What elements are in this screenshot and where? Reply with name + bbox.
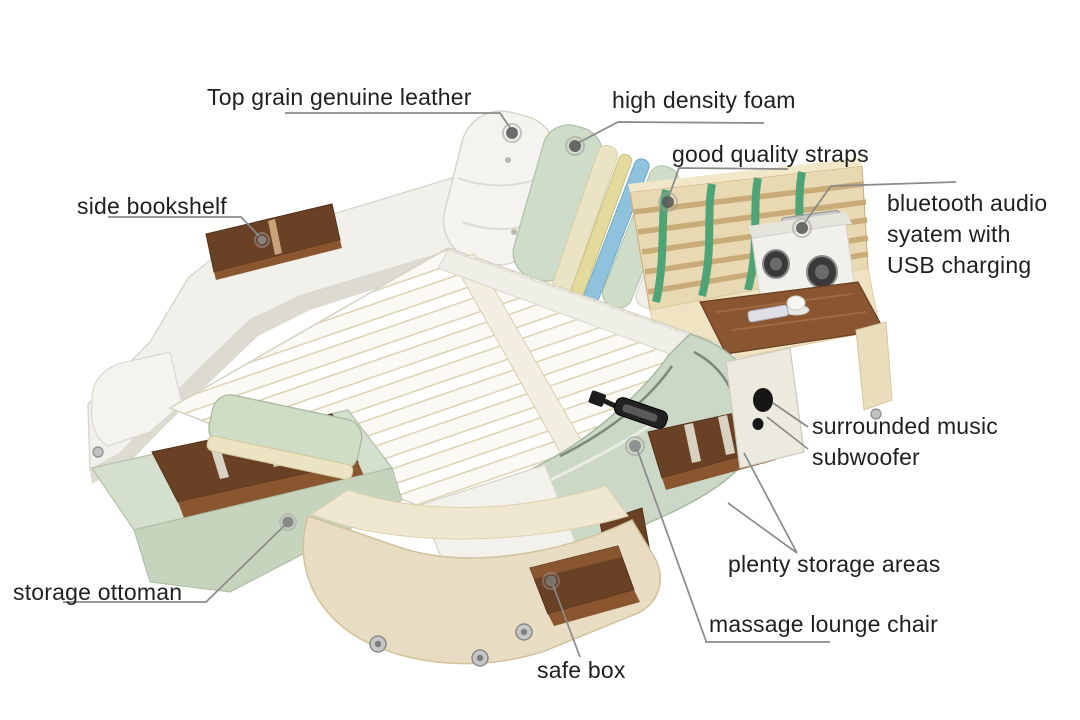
- safe-box: [529, 545, 640, 626]
- remote-clip: [588, 390, 607, 407]
- subwoofer-panel: [725, 347, 805, 469]
- callout-dots: [254, 123, 812, 590]
- label-side-bookshelf: side bookshelf: [77, 193, 227, 219]
- table-leg: [855, 321, 893, 411]
- label-massage-lounge-chair: massage lounge chair: [709, 611, 939, 637]
- dot-good-quality-straps: [658, 192, 678, 212]
- bluetooth-audio-table: [699, 209, 893, 420]
- label-surrounded-subwoofer: surrounded music subwoofer: [812, 413, 999, 470]
- rail-foot: [92, 446, 104, 458]
- casters: [369, 623, 533, 667]
- label-bluetooth-audio: bluetooth audio syatem with USB charging: [887, 190, 1048, 278]
- strap-2: [698, 183, 716, 298]
- label-good-quality-straps: good quality straps: [672, 141, 869, 167]
- leader-lines: [63, 112, 957, 658]
- leader-good-quality-straps: [667, 167, 789, 200]
- bench-top: [310, 485, 629, 540]
- cup: [786, 295, 806, 311]
- leader-side-bookshelf: [108, 216, 260, 237]
- dot-safe-box: [542, 572, 560, 590]
- dot-massage-lounge-chair: [625, 436, 645, 456]
- label-plenty-storage: plenty storage areas: [728, 551, 941, 577]
- leader-massage-lounge-chair: [636, 448, 830, 643]
- subwoofer-speaker-large: [753, 388, 773, 412]
- leader-top-grain-leather: [285, 112, 512, 130]
- bench-body: [302, 515, 661, 665]
- side-bookshelf-recess: [205, 203, 342, 280]
- ottoman-cushion-wedge: [206, 394, 363, 480]
- leader-safe-box: [552, 584, 581, 658]
- dot-side-bookshelf: [254, 232, 270, 248]
- leader-high-density-foam: [575, 121, 765, 145]
- label-storage-ottoman: storage ottoman: [13, 579, 183, 605]
- leader-bluetooth-audio: [802, 181, 957, 226]
- leader-storage-ottoman: [63, 524, 286, 603]
- label-safe-box: safe box: [537, 657, 626, 683]
- dot-high-density-foam: [565, 136, 585, 156]
- leader-plenty-storage: [727, 452, 798, 554]
- dot-storage-ottoman: [279, 513, 297, 531]
- label-top-grain-leather: Top grain genuine leather: [207, 84, 472, 110]
- dot-bluetooth-audio: [792, 218, 812, 238]
- label-high-density-foam: high density foam: [612, 87, 796, 113]
- foot-bench: [302, 485, 661, 667]
- rail-armrest: [90, 351, 183, 447]
- subwoofer-speaker-small: [752, 418, 764, 430]
- table-remote: [747, 304, 789, 323]
- dot-top-grain-leather: [502, 123, 522, 143]
- leader-subwoofer: [766, 402, 809, 450]
